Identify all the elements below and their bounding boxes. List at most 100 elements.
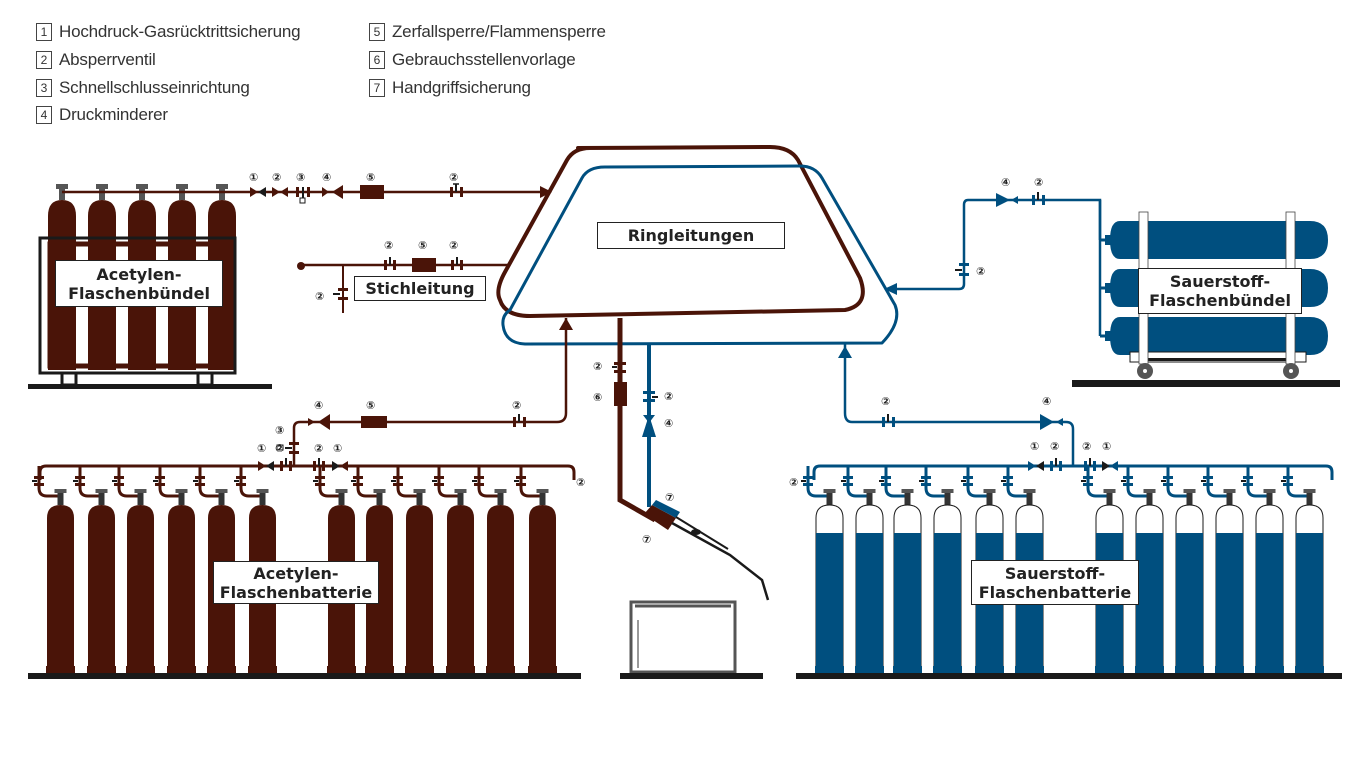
cylinder-foot (405, 666, 434, 673)
shutoff-valve-icon (34, 476, 44, 479)
callout-4: ④ (1042, 395, 1051, 408)
shutoff-valve-icon (803, 476, 813, 479)
shutoff-valve-icon (959, 263, 969, 266)
acetylene-cylinder (432, 466, 475, 673)
cylinder-valve-cap (536, 489, 549, 493)
cylinder-foot (855, 666, 884, 673)
shutoff-valve-icon (516, 476, 526, 479)
legend-number: 6 (369, 51, 385, 69)
ground-bar (620, 673, 763, 679)
oxygen-cylinder (1121, 466, 1164, 673)
frame-foot (196, 371, 214, 387)
cylinder-valve-cap (54, 489, 67, 493)
callout-2: ② (384, 239, 393, 252)
shutoff-valve-icon (963, 483, 973, 486)
cylinder-body (529, 505, 556, 667)
oxygen-cylinder (801, 466, 844, 673)
legend-item-3: 3 Schnellschlusseinrichtung (36, 77, 250, 99)
oxygen-feed-pipe (843, 344, 1075, 465)
cylinder-valve (826, 493, 833, 505)
callout-2: ② (315, 290, 324, 303)
shutoff-valve-icon (315, 476, 325, 479)
label-stichleitung: Stichleitung (354, 276, 486, 301)
callout-5: ⑤ (418, 239, 427, 252)
shutoff-valve-icon (513, 417, 516, 427)
shutoff-valve-icon (384, 260, 387, 270)
cylinder-body (88, 505, 115, 667)
shutoff-valve-icon (272, 187, 280, 197)
shutoff-valve-icon (1203, 483, 1213, 486)
point-of-use-device-icon (614, 382, 627, 406)
callout-2: ② (449, 171, 458, 184)
shutoff-valve-icon (434, 483, 444, 486)
shutoff-valve-icon (1083, 476, 1093, 479)
label-line: Sauerstoff- (1004, 563, 1106, 583)
branch-pipe (1246, 466, 1270, 498)
shutoff-valve-icon (614, 362, 626, 365)
shutoff-valve-icon (280, 461, 283, 471)
flame-arrester-icon (361, 416, 387, 428)
legend-item-6: 6 Gebrauchsstellenvorlage (369, 49, 576, 71)
cylinder-valve (416, 493, 423, 505)
callout-2: ② (593, 360, 602, 373)
legend-item-7: 7 Handgriffsicherung (369, 77, 531, 99)
shutoff-valve-icon (963, 476, 973, 479)
cylinder-body (1110, 221, 1328, 259)
cylinder-valve-cap (941, 489, 954, 493)
callout-1: ① (257, 442, 266, 455)
cylinder-valve (539, 493, 546, 505)
cylinder-foot (1175, 666, 1204, 673)
label-acetylen-flaschenbatterie: Acetylen- Flaschenbatterie (213, 561, 379, 604)
cylinder-foot (87, 666, 116, 673)
cylinder-valve-cap (256, 489, 269, 493)
callout-4: ④ (314, 399, 323, 412)
cart-base (1129, 351, 1307, 363)
cylinder-fill-level (894, 533, 921, 667)
flow-arrow-icon (838, 346, 852, 358)
shutoff-valve-icon (1083, 483, 1093, 486)
cylinder-valve-cap (335, 489, 348, 493)
cylinder-body (168, 505, 195, 667)
cylinder-valve-cap (1103, 489, 1116, 493)
legend-item-5: 5 Zerfallsperre/Flammensperre (369, 21, 606, 43)
callout-2: ② (576, 476, 585, 489)
pressure-reducer-icon (318, 414, 330, 430)
callout-2: ② (976, 265, 985, 278)
cylinder-valve-cap (494, 489, 507, 493)
ground-bar (1072, 380, 1340, 387)
callout-1: ① (333, 442, 342, 455)
cylinder-foot (126, 666, 155, 673)
cylinder-foot (1095, 666, 1124, 673)
cylinder-valve-cap (1143, 489, 1156, 493)
branch-pipe (396, 466, 420, 498)
oxygen-battery-feed (838, 344, 1075, 465)
label-acetylen-flaschenbuendel: Acetylen- Flaschenbündel (55, 260, 223, 307)
shutoff-valve-icon (393, 483, 403, 486)
cylinder-body (127, 505, 154, 667)
oxygen-cylinder (1241, 466, 1284, 673)
acetylen-flaschenbatterie (28, 458, 581, 679)
cylinder-valve-cap (216, 184, 228, 189)
cylinder-foot (815, 666, 844, 673)
callout-2: ② (314, 442, 323, 455)
shutoff-valve-icon (1163, 483, 1173, 486)
cylinder-valve-cap (823, 489, 836, 493)
bundle-frame (38, 236, 237, 375)
shutoff-valve-icon (1283, 483, 1293, 486)
branch-pipe (78, 466, 102, 498)
cylinder-body (487, 505, 514, 667)
cylinder-valve (57, 493, 64, 505)
branch-pipe (477, 466, 501, 498)
shutoff-valve-icon (843, 483, 853, 486)
cylinder-valve (179, 189, 185, 200)
cylinder-foot (446, 666, 475, 673)
cylinder-foot (1295, 666, 1324, 673)
oxygen-battery-manifold (812, 464, 1334, 480)
callout-3: ③ (275, 424, 284, 437)
torch-body (671, 521, 770, 601)
acetylene-cylinder (112, 466, 155, 673)
cylinder-foot (207, 666, 236, 673)
cylinder-fill-level (934, 533, 961, 667)
cylinder-valve-cap (983, 489, 996, 493)
